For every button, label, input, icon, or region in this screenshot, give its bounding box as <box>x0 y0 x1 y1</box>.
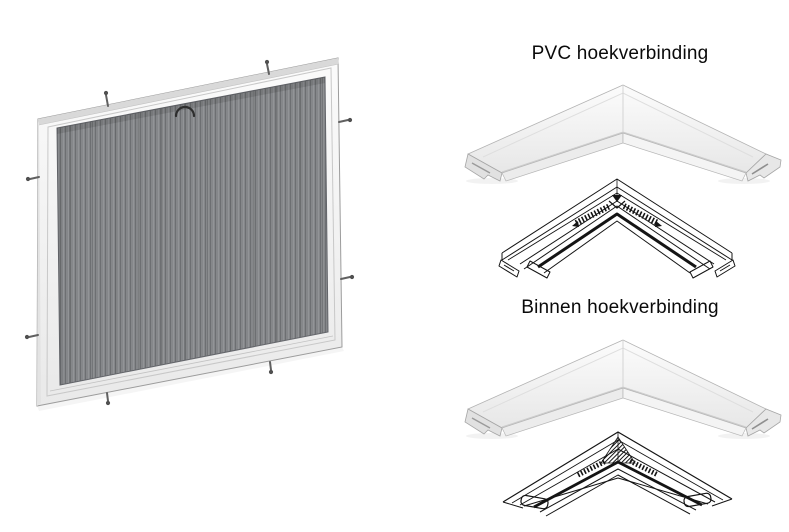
section-title-pvc-corner: PVC hoekverbinding <box>531 43 709 64</box>
corner-gusset-hatch <box>600 436 636 464</box>
inner-corner-3d-render <box>464 339 782 440</box>
pvc-corner-line-drawing <box>498 178 736 279</box>
screen-mesh <box>56 76 329 386</box>
pvc-corner-3d-render <box>464 84 782 185</box>
insect-screen-illustration <box>24 57 355 411</box>
section-title-inner-corner: Binnen hoekverbinding <box>521 297 719 318</box>
mounting-pins <box>24 59 355 406</box>
pull-ring <box>174 105 196 118</box>
inner-corner-line-drawing <box>502 431 733 517</box>
